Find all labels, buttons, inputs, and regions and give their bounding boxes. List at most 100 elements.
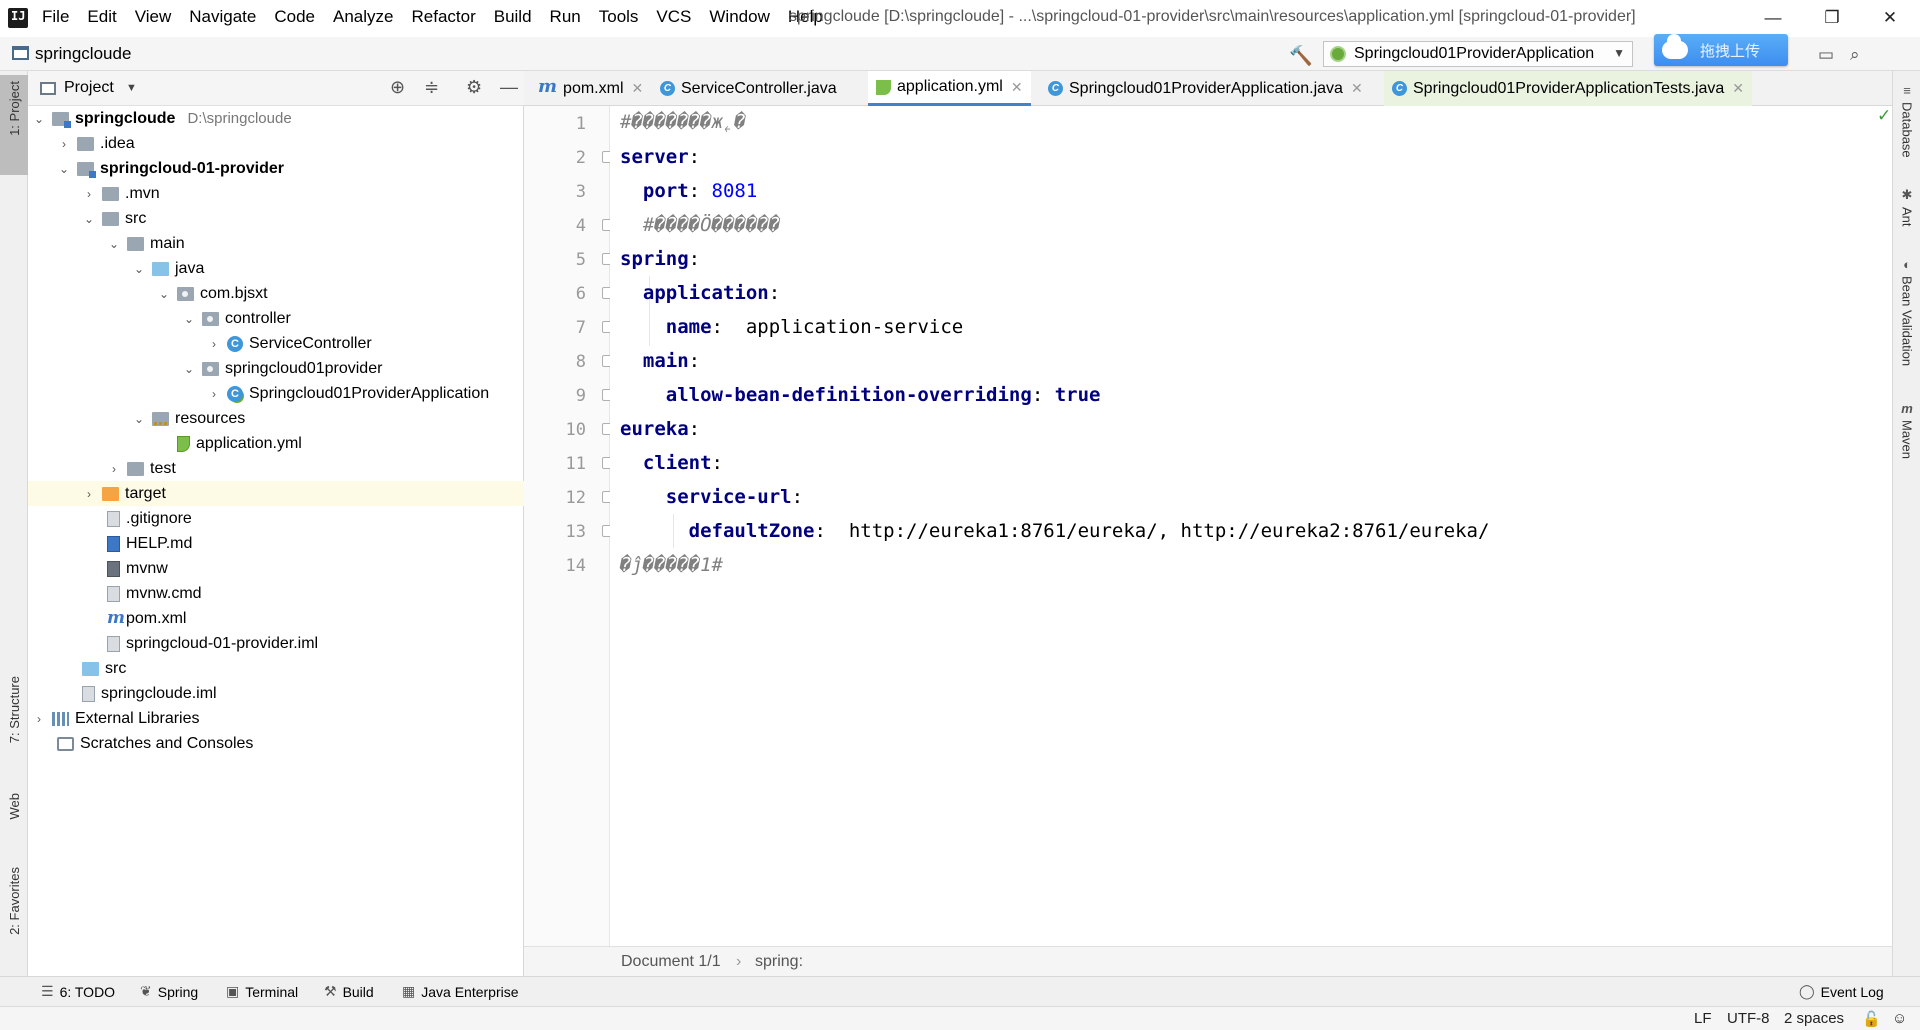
- tree-item[interactable]: Scratches and Consoles: [28, 731, 524, 756]
- spring-tool-button[interactable]: ❦ Spring: [140, 983, 198, 1000]
- menu-build[interactable]: Build: [493, 7, 532, 26]
- chevron-down-icon[interactable]: ⌄: [108, 236, 120, 251]
- minimize-button[interactable]: —: [1764, 8, 1782, 27]
- project-view-selector[interactable]: Project: [64, 79, 114, 96]
- tab-pom-xml[interactable]: m pom.xml ✕: [530, 71, 651, 106]
- restore-button[interactable]: ❐: [1824, 8, 1840, 27]
- locate-file-icon[interactable]: ⊕: [390, 77, 406, 97]
- ant-tool-tab[interactable]: ✱ Ant: [1893, 187, 1920, 227]
- tree-item[interactable]: › External Libraries: [28, 706, 524, 731]
- close-tab-icon[interactable]: ✕: [1010, 78, 1023, 95]
- menu-vcs[interactable]: VCS: [656, 7, 692, 26]
- run-configuration-select[interactable]: Springcloud01ProviderApplication ▼: [1323, 41, 1633, 67]
- menu-file[interactable]: File: [42, 7, 70, 26]
- terminal-tool-button[interactable]: ▣ Terminal: [226, 983, 298, 1000]
- tree-item[interactable]: src: [28, 656, 524, 681]
- inspection-ok-icon[interactable]: ✓: [1877, 106, 1892, 125]
- tree-item[interactable]: springcloude.iml: [28, 681, 524, 706]
- line-separator-indicator[interactable]: LF: [1694, 1010, 1712, 1027]
- tree-item[interactable]: ⌄ springcloud-01-provider: [28, 156, 524, 181]
- breadcrumb-key[interactable]: spring:: [755, 953, 804, 970]
- tab-provider-application[interactable]: C Springcloud01ProviderApplication.java …: [1040, 71, 1371, 106]
- chevron-down-icon[interactable]: ⌄: [83, 211, 95, 226]
- hide-panel-icon[interactable]: —: [500, 77, 518, 97]
- tree-item[interactable]: › C ServiceController: [28, 331, 524, 356]
- tree-item[interactable]: HELP.md: [28, 531, 524, 556]
- gear-icon[interactable]: ⚙: [466, 77, 483, 97]
- drag-upload-button[interactable]: 拖拽上传: [1654, 34, 1788, 66]
- close-tab-icon[interactable]: ✕: [631, 80, 644, 96]
- chevron-down-icon[interactable]: ⌄: [183, 311, 195, 326]
- menu-tools[interactable]: Tools: [598, 7, 639, 26]
- chevron-right-icon[interactable]: ›: [87, 186, 91, 201]
- menu-edit[interactable]: Edit: [87, 7, 117, 26]
- menu-refactor[interactable]: Refactor: [411, 7, 476, 26]
- chevron-down-icon[interactable]: ⌄: [158, 286, 170, 301]
- tree-item[interactable]: springcloud-01-provider.iml: [28, 631, 524, 656]
- chevron-down-icon[interactable]: ⌄: [33, 111, 45, 126]
- project-tool-tab[interactable]: 1: Project: [0, 75, 28, 175]
- encoding-indicator[interactable]: UTF-8: [1727, 1010, 1770, 1027]
- code-editor[interactable]: #�������ж˿� server: port: 8081 #����Ö���…: [610, 106, 1892, 946]
- indent-indicator[interactable]: 2 spaces: [1784, 1010, 1845, 1027]
- build-hammer-icon[interactable]: 🔨: [1289, 46, 1313, 67]
- close-window-button[interactable]: ✕: [1882, 8, 1898, 27]
- tree-item[interactable]: ⌄ com.bjsxt: [28, 281, 524, 306]
- tree-item[interactable]: ⌄ springcloude D:\springcloude: [28, 106, 524, 131]
- chevron-right-icon[interactable]: ›: [87, 486, 91, 501]
- close-tab-icon[interactable]: ✕: [1732, 80, 1745, 96]
- menu-window[interactable]: Window: [709, 7, 770, 26]
- tree-item[interactable]: mvnw: [28, 556, 524, 581]
- breadcrumb-project[interactable]: springcloude: [35, 44, 132, 63]
- tab-application-yml[interactable]: application.yml ✕: [868, 71, 1031, 106]
- search-everywhere-icon[interactable]: ⌕: [1850, 45, 1860, 64]
- project-structure-icon[interactable]: ▭: [1818, 45, 1835, 64]
- tree-item[interactable]: m pom.xml: [28, 606, 524, 631]
- lock-icon[interactable]: 🔓: [1862, 1011, 1881, 1028]
- menu-view[interactable]: View: [134, 7, 172, 26]
- todo-tool-button[interactable]: ☰ 6: TODO: [41, 983, 115, 1000]
- menu-help[interactable]: Help: [787, 7, 823, 26]
- close-tab-icon[interactable]: ✕: [1350, 80, 1363, 96]
- inspector-icon[interactable]: ☺: [1892, 1010, 1908, 1027]
- chevron-right-icon[interactable]: ›: [62, 136, 66, 151]
- chevron-down-icon[interactable]: ⌄: [58, 161, 70, 176]
- event-log-button[interactable]: ◯ Event Log: [1799, 983, 1884, 1000]
- database-tool-tab[interactable]: ≡ Database: [1893, 83, 1920, 158]
- tree-item[interactable]: ⌄ controller: [28, 306, 524, 331]
- tree-item[interactable]: ⌄ src: [28, 206, 524, 231]
- chevron-right-icon[interactable]: ›: [212, 386, 216, 401]
- chevron-right-icon[interactable]: ›: [212, 336, 216, 351]
- tree-item[interactable]: application.yml: [28, 431, 524, 456]
- tree-item[interactable]: ⌄ java: [28, 256, 524, 281]
- web-tool-tab[interactable]: Web: [0, 793, 28, 853]
- tree-item[interactable]: ⌄ resources: [28, 406, 524, 431]
- chevron-down-icon[interactable]: ⌄: [183, 361, 195, 376]
- build-tool-button[interactable]: ⚒ Build: [324, 983, 374, 1000]
- tree-item[interactable]: › .mvn: [28, 181, 524, 206]
- java-enterprise-tool-button[interactable]: ▦ Java Enterprise: [402, 983, 519, 1000]
- tab-service-controller[interactable]: C ServiceController.java: [652, 71, 845, 106]
- chevron-right-icon[interactable]: ›: [112, 461, 116, 476]
- structure-tool-tab[interactable]: 7: Structure: [0, 676, 28, 776]
- tab-provider-application-tests[interactable]: C Springcloud01ProviderApplicationTests.…: [1384, 71, 1753, 106]
- chevron-down-icon[interactable]: ⌄: [133, 261, 145, 276]
- tree-item[interactable]: mvnw.cmd: [28, 581, 524, 606]
- tree-item[interactable]: .gitignore: [28, 506, 524, 531]
- breadcrumb-document[interactable]: Document 1/1: [621, 953, 721, 970]
- tree-item[interactable]: › C Springcloud01ProviderApplication: [28, 381, 524, 406]
- chevron-right-icon[interactable]: ›: [37, 711, 41, 726]
- menu-run[interactable]: Run: [549, 7, 581, 26]
- menu-navigate[interactable]: Navigate: [189, 7, 257, 26]
- chevron-down-icon[interactable]: ▼: [126, 82, 137, 94]
- tree-item[interactable]: ⌄ springcloud01provider: [28, 356, 524, 381]
- maven-tool-tab[interactable]: m Maven: [1893, 401, 1920, 459]
- tree-item[interactable]: ⌄ main: [28, 231, 524, 256]
- tree-item[interactable]: › .idea: [28, 131, 524, 156]
- favorites-tool-tab[interactable]: 2: Favorites: [0, 867, 28, 967]
- menu-analyze[interactable]: Analyze: [333, 7, 394, 26]
- bean-validation-tool-tab[interactable]: ◐ Bean Validation: [1893, 257, 1920, 366]
- menu-code[interactable]: Code: [274, 7, 315, 26]
- tree-item[interactable]: › test: [28, 456, 524, 481]
- collapse-all-icon[interactable]: ≑: [424, 77, 440, 97]
